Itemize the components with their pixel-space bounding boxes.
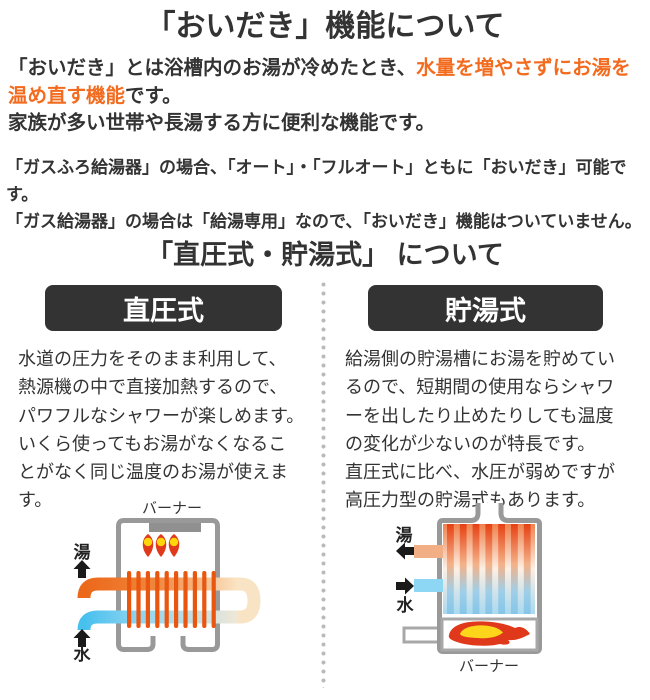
burner-flame-icon [142,534,180,557]
direct-heater-diagram: バーナー [73,500,261,664]
up-arrow-icon [73,629,91,647]
tank-coils [447,524,531,614]
intro-text-after: です。 家族が多い世帯や長湯する方に便利な機能です。 [8,84,436,135]
heat-exchanger-fins [127,571,216,628]
burner-label: バーナー [459,658,519,675]
flame-icon [448,621,530,646]
up-arrow-icon [73,560,91,578]
cold-pipe [77,610,238,631]
hot-water-label: 湯 [74,543,91,562]
drain-stub [402,626,444,644]
cold-water-label: 水 [397,595,415,615]
cold-water-label: 水 [74,644,92,664]
cold-inlet-stub [414,579,446,592]
intro-highlight: 水量を増やさずにお湯を温め直す機能 [8,57,631,107]
burner-label: バーナー [142,500,202,517]
left-arrow-icon [396,542,414,560]
hot-water-label: 湯 [396,526,413,545]
note-paragraph: 「ガスふろ給湯器」の場合、「オート」・「フルオート」ともに「おいだき」可能です。… [6,158,642,231]
burner-mount [149,523,201,532]
intro-text-before: 「おいだき」とは浴槽内のお湯が冷めたとき、 [8,57,417,79]
pipe-u-turn [236,577,261,624]
hot-outlet-stub [414,545,446,558]
storage-heater-diagram: 湯 水 バーナー [396,503,542,675]
direct-description: 水道の圧力をそのまま利用して、 熱源機の中で直接加熱するので、 パワフルなシャワ… [18,349,305,511]
storage-type-badge: 貯湯式 [368,285,603,331]
section-title: 「直圧式・貯湯式」 について [146,240,504,270]
hot-pipe [77,577,238,599]
direct-type-badge: 直圧式 [45,285,282,331]
page-title: 「おいだき」機能について [145,10,505,43]
intro-paragraph: 「おいだき」とは浴槽内のお湯が冷めたとき、水量を増やさずにお湯を温め直す機能です… [8,55,644,138]
storage-description: 給湯側の貯湯槽にお湯を貯めてい るので、短期間の使用ならシャワ ーを出したり止め… [345,349,615,511]
right-arrow-icon [396,577,414,595]
divider-dotted-line [321,280,326,688]
